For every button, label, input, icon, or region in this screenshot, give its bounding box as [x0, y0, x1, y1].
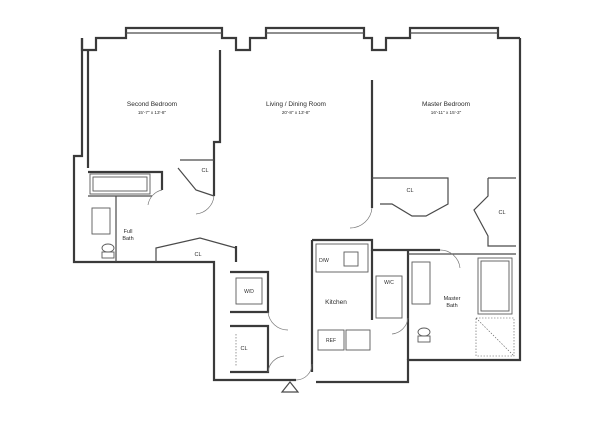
kitchen-counter-side	[375, 275, 403, 319]
dishwasher-label: D/W	[319, 258, 329, 264]
master-bedroom-dims: 16'-11" x 15'-3"	[431, 110, 462, 115]
kitchen-sink	[343, 251, 359, 267]
washer-dryer-unit	[235, 277, 263, 305]
interior-walls	[86, 50, 516, 374]
closet-label-second-bedroom: CL	[201, 168, 208, 174]
master-bath-label-line2: Bath	[446, 303, 457, 309]
second-bedroom-dims: 15'-7" x 13'-8"	[138, 110, 167, 115]
kitchen-label: Kitchen	[325, 299, 347, 306]
vanity-master-bath	[411, 261, 431, 305]
shower-master-bath	[475, 317, 515, 357]
full-bath-label-line1: Full	[124, 229, 133, 235]
master-bath-label-line1: Master	[444, 296, 461, 302]
kitchen-counter	[315, 243, 369, 273]
master-bedroom-name: Master Bedroom	[422, 101, 470, 108]
second-bedroom-name: Second Bedroom	[127, 101, 177, 108]
exterior-walls	[72, 26, 522, 384]
refrigerator	[317, 329, 345, 351]
living-dining-name: Living / Dining Room	[266, 101, 326, 108]
toilet-full-bath	[101, 243, 115, 253]
closet-label-master-2: CL	[498, 210, 505, 216]
bathtub-master-bath	[477, 257, 513, 315]
entry-arrow-icon	[280, 381, 300, 393]
wc-label: W/C	[384, 280, 394, 286]
full-bath-label-line2: Bath	[122, 236, 133, 242]
refrigerator-label: REF	[326, 338, 336, 344]
bathtub-full-bath	[89, 173, 151, 195]
toilet-master-bath	[417, 327, 431, 337]
closet-label-hall: CL	[194, 252, 201, 258]
appliance-labels: D/W W/D W/C REF	[244, 258, 394, 344]
living-dining-dims: 20'-8" x 13'-8"	[282, 110, 311, 115]
room-labels: Second Bedroom 15'-7" x 13'-8" Living / …	[122, 101, 470, 309]
closet-label-master-1: CL	[406, 188, 413, 194]
closet-label-entry: CL	[240, 346, 247, 352]
door-swings	[147, 189, 461, 381]
closet-labels: CL CL CL CL CL	[194, 168, 505, 352]
vanity-full-bath	[91, 207, 111, 235]
fixtures	[89, 173, 515, 366]
washer-dryer-label: W/D	[244, 289, 254, 295]
